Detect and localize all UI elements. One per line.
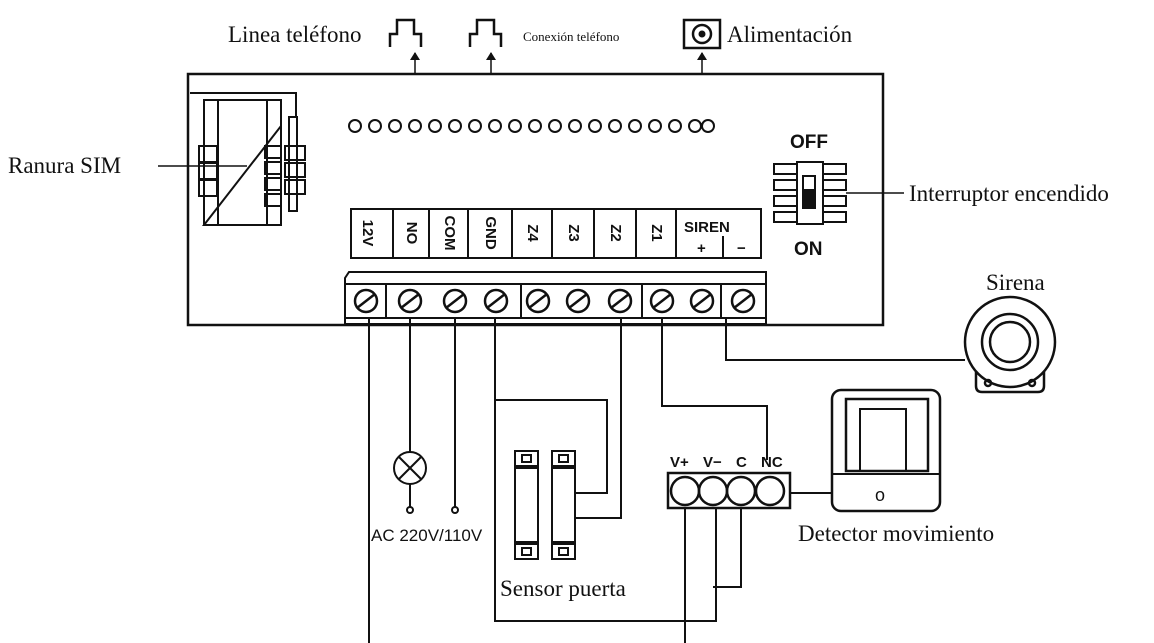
wire-z2 xyxy=(575,318,622,519)
power-label: Alimentación xyxy=(727,22,853,47)
phone-line-jack-icon xyxy=(388,18,423,47)
phone-line-label: Linea teléfono xyxy=(228,22,361,47)
detector-terminal-v-plus: V+ xyxy=(670,454,689,471)
detector-terminal-block xyxy=(666,471,792,510)
terminal-label-z2: Z2 xyxy=(607,224,624,242)
motion-detector-icon xyxy=(830,388,942,513)
detector-terminal-c: C xyxy=(736,454,747,471)
phone-connection-jack-icon xyxy=(468,18,503,47)
door-sensor-icon xyxy=(514,450,576,560)
ac-voltage-label: AC 220V/110V xyxy=(371,526,483,545)
screw-terminal-block xyxy=(344,271,767,325)
door-sensor-label: Sensor puerta xyxy=(500,576,626,601)
wire-z1 xyxy=(661,318,768,460)
sim-slot xyxy=(190,92,306,226)
terminal-label-siren: SIREN xyxy=(684,219,730,236)
screws xyxy=(353,288,756,314)
terminal-label-strip xyxy=(350,208,762,259)
power-switch-label: Interruptor encendido xyxy=(909,181,1109,206)
detector-symbol: o xyxy=(875,485,885,505)
power-switch[interactable] xyxy=(773,161,847,225)
wires xyxy=(368,318,965,643)
terminal-label-12v: 12V xyxy=(359,220,376,247)
switch-on-label: ON xyxy=(794,239,823,260)
terminal-label-siren-minus: − xyxy=(737,240,746,257)
led-row xyxy=(348,119,715,133)
terminal-label-z1: Z1 xyxy=(648,224,665,242)
wire-gnd xyxy=(494,318,717,622)
terminal-label-z4: Z4 xyxy=(524,224,541,242)
detector-terminal-nc: NC xyxy=(761,454,783,471)
siren-icon xyxy=(963,295,1057,394)
ac-lamp-icon xyxy=(393,451,459,514)
switch-off-label: OFF xyxy=(790,132,828,153)
terminal-label-gnd: GND xyxy=(482,216,499,250)
siren-label: Sirena xyxy=(986,270,1045,295)
terminal-label-com: COM xyxy=(441,216,458,251)
wire-siren xyxy=(725,318,965,361)
terminal-label-siren-plus: + xyxy=(697,240,706,257)
terminal-label-z3: Z3 xyxy=(565,224,582,242)
phone-connection-label: Conexión teléfono xyxy=(523,29,619,44)
wire-door-sensor-loop xyxy=(495,399,608,494)
alarm-panel-board xyxy=(186,72,885,327)
wire-c xyxy=(713,508,742,588)
motion-detector-label: Detector movimiento xyxy=(798,521,994,546)
detector-terminal-v-minus: V− xyxy=(703,454,722,471)
terminal-label-no: NO xyxy=(403,222,420,245)
sim-slot-label: Ranura SIM xyxy=(8,153,121,178)
power-jack-icon xyxy=(682,18,722,50)
